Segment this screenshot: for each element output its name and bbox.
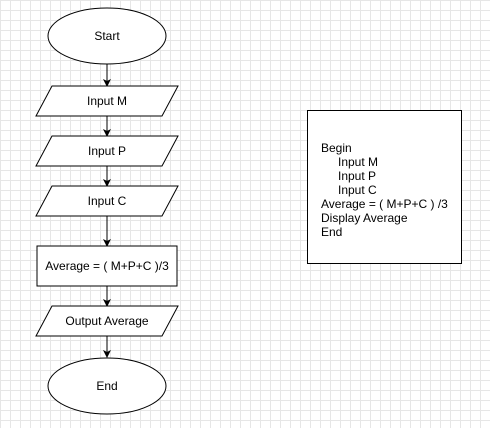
process-node[interactable]: Average = ( M+P+C )/3 (36, 245, 178, 287)
end-label: End (96, 379, 117, 393)
input-c-label: Input C (88, 194, 127, 208)
input-m-label: Input M (87, 94, 127, 108)
pseudocode-line: Begin (321, 141, 352, 155)
pseudocode-line: Input P (338, 169, 377, 183)
pseudocode-line: Average = ( M+P+C ) /3 (321, 197, 448, 211)
pseudocode-line: Input M (338, 155, 379, 169)
output-node[interactable]: Output Average (35, 305, 179, 337)
input-c-node[interactable]: Input C (35, 185, 179, 217)
pseudocode-line: Input C (338, 183, 377, 197)
end-node[interactable]: End (47, 357, 167, 415)
pseudocode-line: Display Average (321, 211, 408, 225)
start-node[interactable]: Start (47, 7, 167, 65)
input-p-node[interactable]: Input P (35, 135, 179, 167)
input-m-node[interactable]: Input M (35, 85, 179, 117)
start-label: Start (94, 29, 120, 43)
input-p-label: Input P (88, 144, 126, 158)
pseudocode-line: End (321, 225, 343, 239)
process-label: Average = ( M+P+C )/3 (45, 259, 169, 273)
output-label: Output Average (65, 314, 149, 328)
